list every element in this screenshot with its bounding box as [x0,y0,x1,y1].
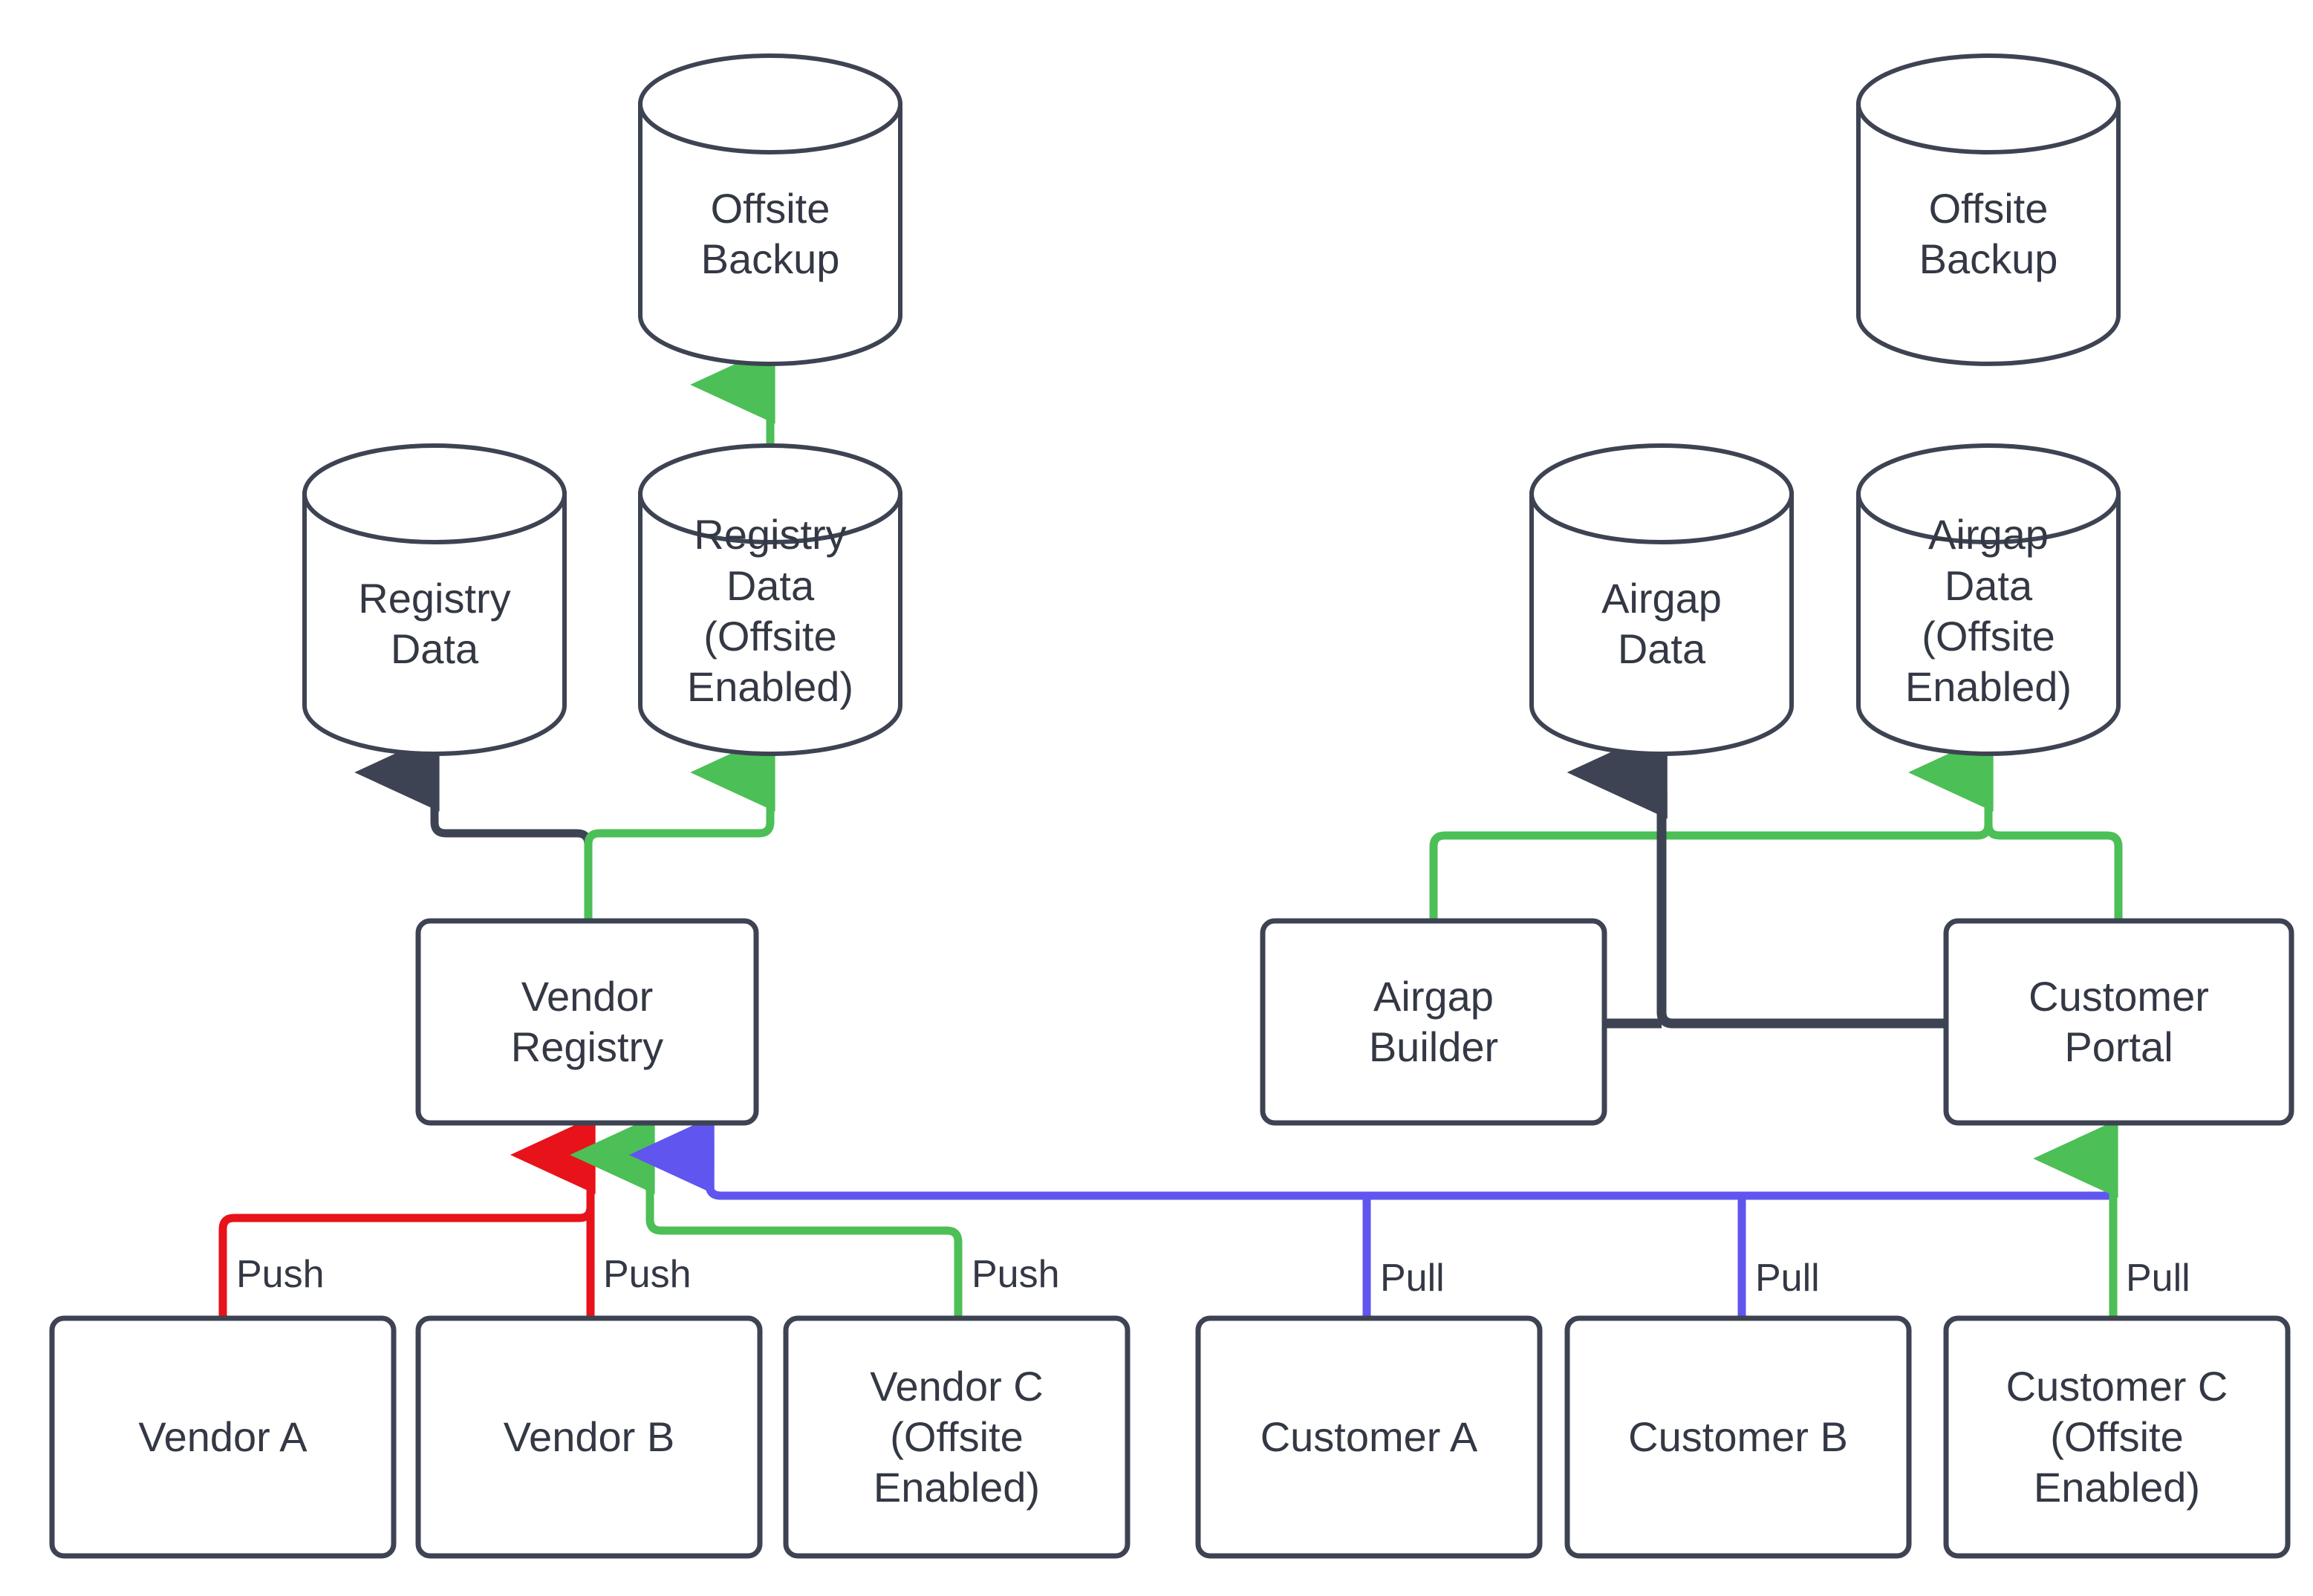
node-vendor-a[interactable] [49,1315,397,1559]
edge-customer-b-to-vendor-registry [629,1115,1746,1318]
node-offsite-backup-right[interactable] [1856,53,2121,366]
node-airgap-data[interactable] [1529,443,1794,756]
edge-label-pull-customer-c: Pull [2126,1257,2190,1300]
edge-label-push-vendor-c: Push [972,1253,1060,1296]
node-registry-data-offsite[interactable] [638,443,902,756]
edge-pull-trunk [629,1115,2113,1200]
edge-airgap-builder-to-airgap-data-offsite [1429,733,1994,921]
node-offsite-backup-left[interactable] [638,53,902,366]
edge-label-pull-customer-b: Pull [1755,1257,1820,1300]
edge-vendor-registry-to-registry-data-offsite [584,733,775,921]
node-customer-c[interactable] [1943,1315,2291,1559]
node-customer-a[interactable] [1195,1315,1543,1559]
edge-vendor-registry-to-registry-data [354,733,593,921]
node-registry-data[interactable] [302,443,567,756]
node-customer-b[interactable] [1564,1315,1912,1559]
edge-label-push-vendor-a: Push [236,1253,325,1296]
node-vendor-c[interactable] [783,1315,1131,1559]
edge-label-pull-customer-a: Pull [1380,1257,1445,1300]
edge-customer-portal-to-airgap-data [1567,726,1946,1029]
node-vendor-registry[interactable] [415,918,759,1126]
node-airgap-builder[interactable] [1260,918,1607,1126]
node-vendor-b[interactable] [415,1315,763,1559]
edge-customer-portal-to-airgap-data-offsite [1908,733,2123,921]
edge-label-push-vendor-b: Push [603,1253,692,1296]
node-customer-portal[interactable] [1943,918,2294,1126]
edge-vendor-c-to-vendor-registry [570,1115,963,1318]
node-airgap-data-offsite[interactable] [1856,443,2121,756]
